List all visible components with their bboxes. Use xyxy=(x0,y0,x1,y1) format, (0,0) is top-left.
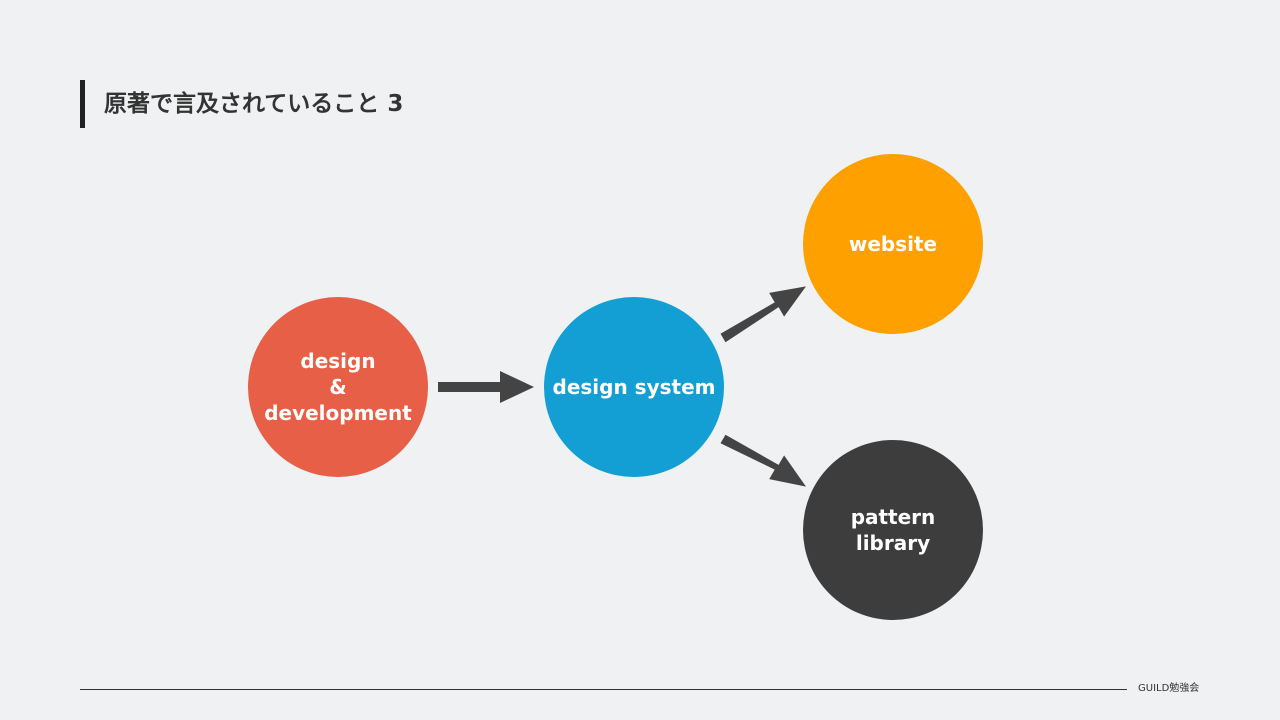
node-pattern-library-label: pattern library xyxy=(851,504,936,556)
node-website: website xyxy=(803,154,983,334)
node-design-system-label: design system xyxy=(553,374,716,400)
page-title: 原著で言及されていること 3 xyxy=(104,91,404,117)
title-accent-bar xyxy=(80,80,85,128)
footer-label: GUILD勉強会 xyxy=(1138,683,1200,694)
node-website-label: website xyxy=(849,231,937,257)
node-label-line: website xyxy=(848,232,938,256)
arrow-to-pattern-library xyxy=(720,434,806,487)
node-label-line: pattern xyxy=(850,505,936,529)
node-pattern-library: pattern library xyxy=(803,440,983,620)
node-label-line: development xyxy=(264,401,412,425)
node-label-line: library xyxy=(855,531,931,555)
node-design-system: design system xyxy=(544,297,724,477)
node-design-development-label: design & development xyxy=(264,348,412,426)
arrow-to-website xyxy=(720,286,806,343)
node-design-development: design & development xyxy=(248,297,428,477)
node-label-line: design xyxy=(300,349,376,373)
footer-divider xyxy=(80,689,1127,690)
arrow-to-design-system xyxy=(438,371,534,403)
node-label-line: & xyxy=(329,375,347,399)
node-label-line: design system xyxy=(552,375,716,399)
